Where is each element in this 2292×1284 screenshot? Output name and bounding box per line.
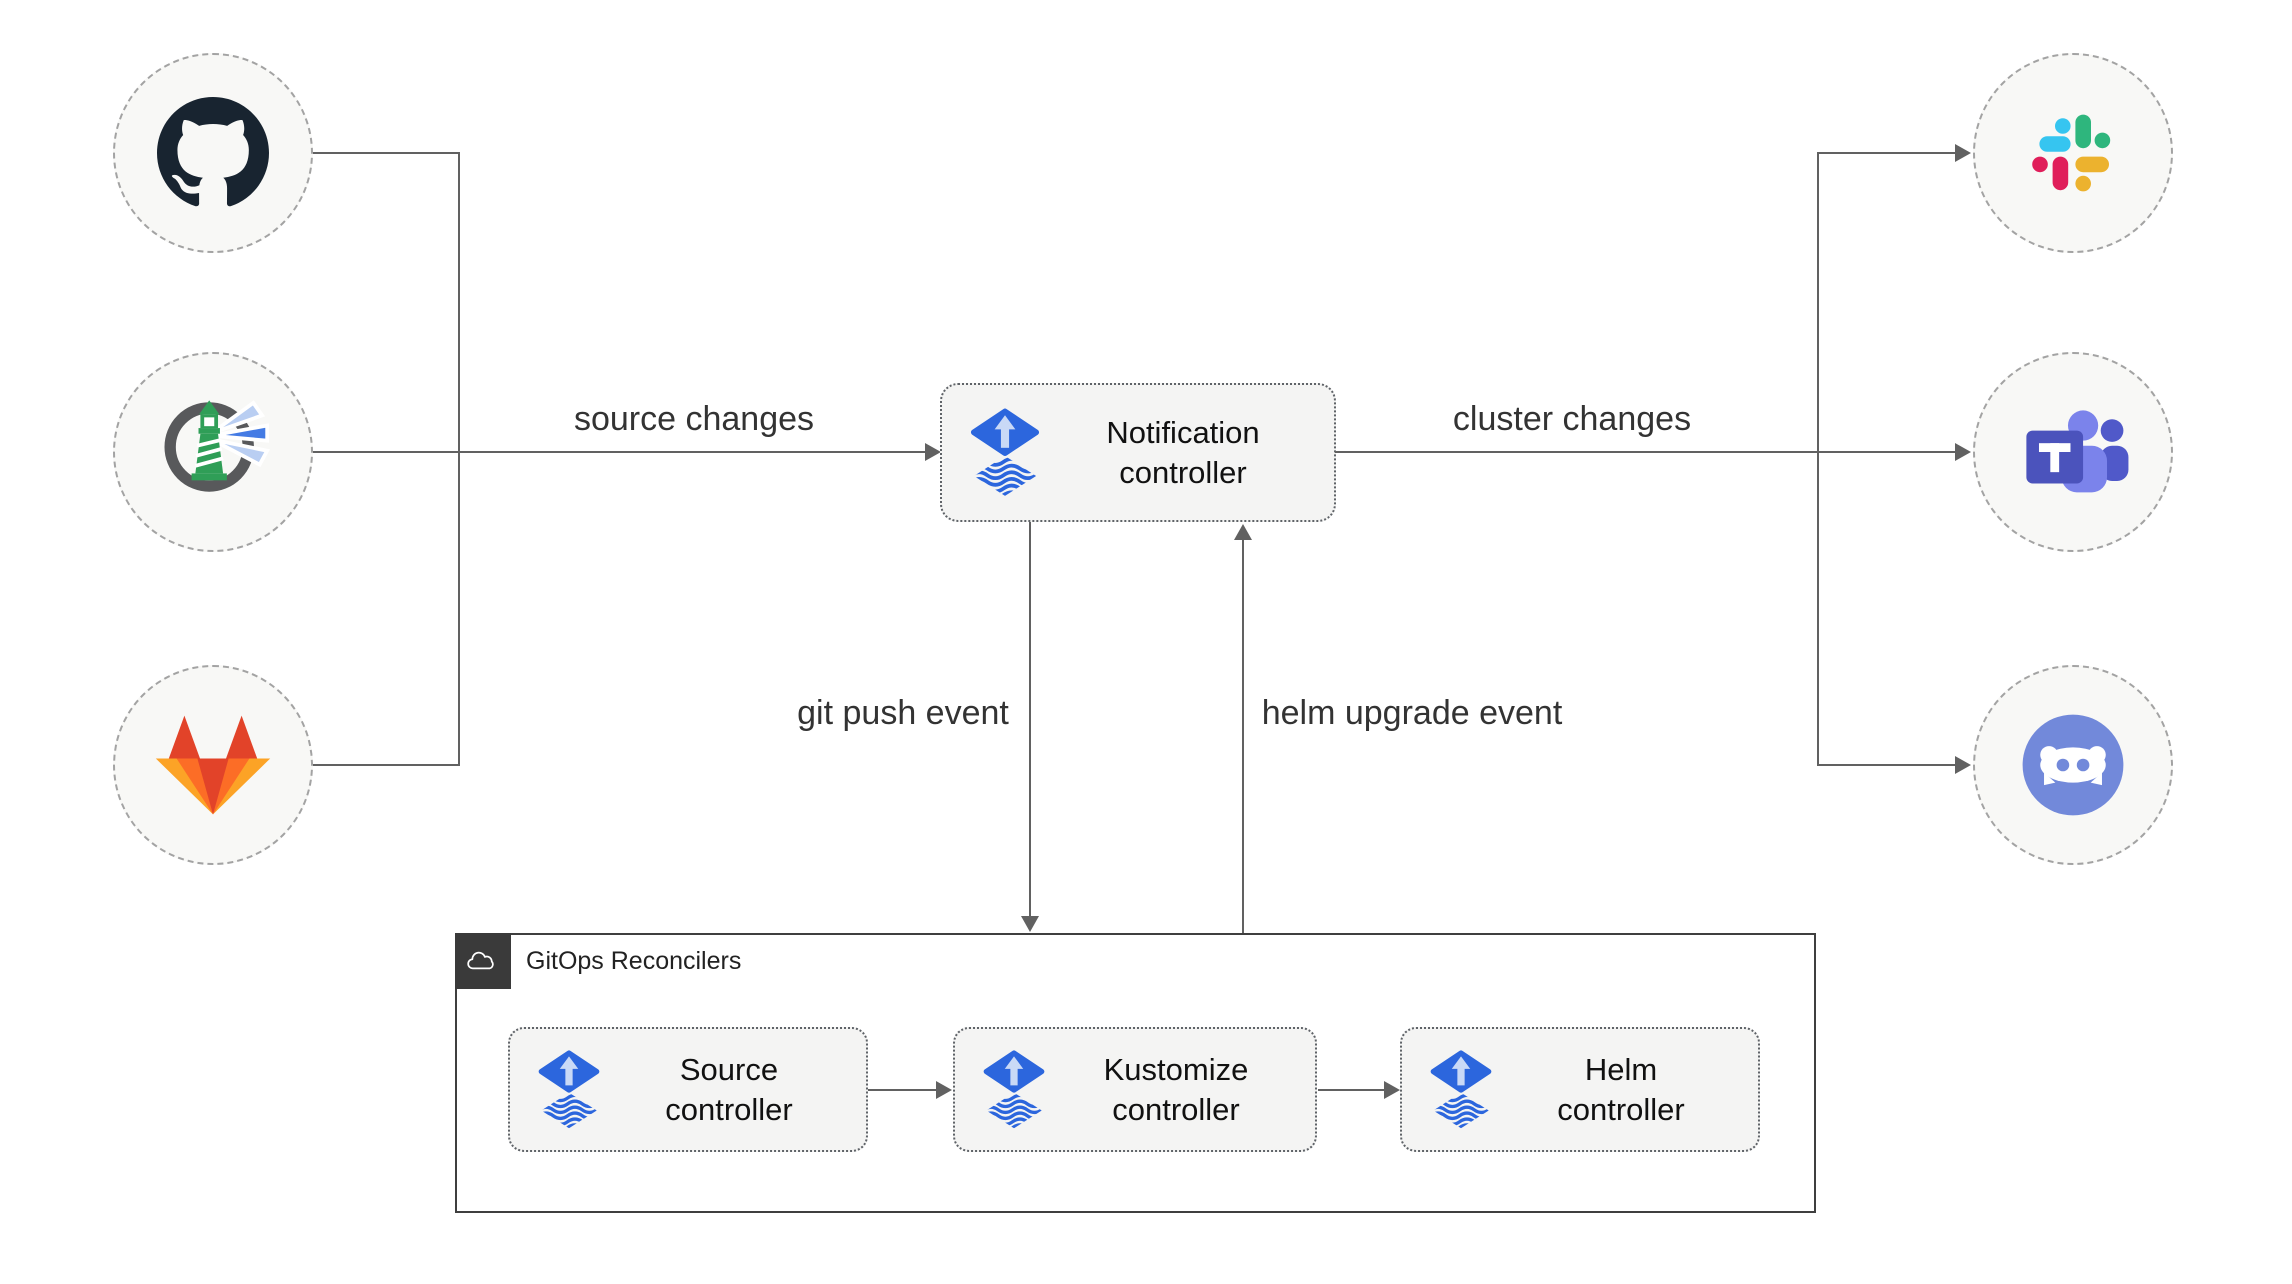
connector-slack-branch <box>1817 152 1955 154</box>
node-source-controller: Source controller <box>508 1027 868 1152</box>
arrowhead-into-discord <box>1955 756 1971 774</box>
source-node-github <box>113 53 313 253</box>
flux-icon <box>981 1049 1047 1131</box>
target-node-discord <box>1973 665 2173 865</box>
edge-label-cluster-changes: cluster changes <box>1452 400 1692 438</box>
arrowhead-into-notification <box>925 443 941 461</box>
connector-discord-branch <box>1817 764 1955 766</box>
group-title: GitOps Reconcilers <box>526 946 742 975</box>
slack-icon <box>2013 93 2133 213</box>
group-header: GitOps Reconcilers <box>455 933 741 989</box>
arrowhead-into-helm <box>1384 1081 1400 1099</box>
flux-icon <box>1428 1049 1494 1131</box>
ms-teams-icon <box>2010 389 2136 515</box>
edge-cluster-changes-line <box>1335 451 1955 453</box>
node-notification-line1: Notification <box>1106 414 1260 450</box>
arrowhead-into-teams <box>1955 443 1971 461</box>
edge-kustomize-to-helm <box>1318 1089 1384 1091</box>
edge-source-changes-line <box>313 451 925 453</box>
node-source-line1: Source <box>679 1051 779 1087</box>
github-icon <box>157 97 269 209</box>
connector-left-trunk <box>458 152 460 766</box>
node-kustomize-controller-label: Kustomize controller <box>1047 1050 1305 1129</box>
arrowhead-into-kustomize <box>936 1081 952 1099</box>
node-source-controller-label: Source controller <box>602 1050 856 1129</box>
node-notification-line2: controller <box>1119 454 1247 490</box>
connector-right-trunk <box>1817 152 1819 766</box>
arrowhead-into-notification-bottom <box>1234 524 1252 540</box>
node-helm-controller-label: Helm controller <box>1494 1050 1748 1129</box>
discord-icon <box>2010 702 2136 828</box>
source-node-harbor <box>113 352 313 552</box>
flux-icon <box>968 407 1042 499</box>
connector-gitlab-trunk <box>313 764 459 766</box>
node-helm-controller: Helm controller <box>1400 1027 1760 1152</box>
edge-source-to-kustomize <box>868 1089 936 1091</box>
node-notification-controller-label: Notification controller <box>1042 413 1324 492</box>
source-node-gitlab <box>113 665 313 865</box>
arrowhead-into-reconcilers <box>1021 916 1039 932</box>
node-helm-line2: controller <box>1557 1091 1685 1127</box>
gitlab-icon <box>148 700 278 830</box>
node-kustomize-controller: Kustomize controller <box>953 1027 1317 1152</box>
target-node-teams <box>1973 352 2173 552</box>
group-header-square <box>455 933 511 989</box>
cloud-icon <box>464 949 502 974</box>
node-kustomize-line2: controller <box>1112 1091 1240 1127</box>
node-source-line2: controller <box>665 1091 793 1127</box>
connector-github-trunk <box>313 152 459 154</box>
edge-label-source-changes: source changes <box>573 400 815 438</box>
target-node-slack <box>1973 53 2173 253</box>
node-helm-line1: Helm <box>1584 1051 1658 1087</box>
harbor-icon <box>150 389 276 515</box>
node-notification-controller: Notification controller <box>940 383 1336 522</box>
edge-git-push-line <box>1029 522 1031 918</box>
edge-label-git-push-event: git push event <box>797 694 1009 732</box>
node-kustomize-line1: Kustomize <box>1103 1051 1249 1087</box>
edge-helm-upgrade-line <box>1242 540 1244 933</box>
edge-label-helm-upgrade-event: helm upgrade event <box>1261 694 1563 732</box>
flux-icon <box>536 1049 602 1131</box>
arrowhead-into-slack <box>1955 144 1971 162</box>
